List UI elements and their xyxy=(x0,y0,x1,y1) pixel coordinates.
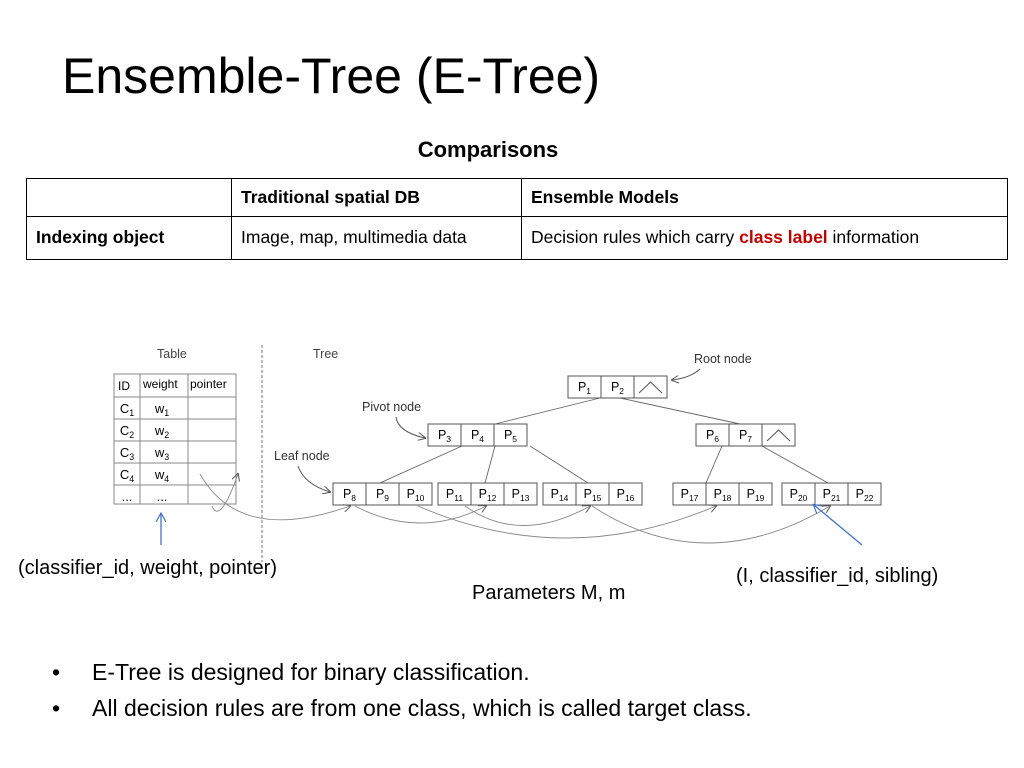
leaf-node-arrow xyxy=(297,465,330,492)
diagram-table-title: Table xyxy=(157,347,187,361)
pointer-curve-table xyxy=(211,474,238,512)
comparison-table: Traditional spatial DB Ensemble Models I… xyxy=(26,177,1008,260)
empty-slot-icon xyxy=(766,429,791,442)
table-cell-weight: w1 xyxy=(154,401,169,418)
tree-edges xyxy=(379,397,829,484)
pointer-curves xyxy=(199,473,830,544)
diagram-tree-title: Tree xyxy=(313,347,338,361)
pivot-node-label: Pivot node xyxy=(362,400,421,414)
cell-ensemble-indexing: Decision rules which carry class label i… xyxy=(521,216,1008,260)
classifier-table xyxy=(113,373,237,505)
blue-arrow-leaf xyxy=(814,505,863,546)
comparisons-heading: Comparisons xyxy=(417,137,559,162)
table-header-row: Traditional spatial DB Ensemble Models xyxy=(26,177,1008,218)
caption-classifier-tuple: (classifier_id, weight, pointer) xyxy=(18,557,277,579)
table-cell-id: C2 xyxy=(120,423,134,440)
ensemble-text-before: Decision rules which carry xyxy=(531,227,740,248)
root-node-label: Root node xyxy=(694,352,752,366)
table-header-pointer: pointer xyxy=(190,377,227,391)
table-cell-weight: w4 xyxy=(154,467,169,484)
bullet-item: All decision rules are from one class, w… xyxy=(52,690,752,726)
table-cell-weight: ... xyxy=(157,489,168,504)
table-row: Indexing object Image, map, multimedia d… xyxy=(26,216,1008,260)
bullet-list: E-Tree is designed for binary classifica… xyxy=(52,654,752,726)
slide-title: Ensemble-Tree (E-Tree) xyxy=(62,48,601,104)
leaf-node-label: Leaf node xyxy=(274,449,330,463)
cell-traditional-indexing: Image, map, multimedia data xyxy=(231,216,522,260)
caption-leaf-tuple: (I, classifier_id, sibling) xyxy=(736,565,939,587)
table-cell-weight: w3 xyxy=(154,445,169,462)
table-cell-id: C3 xyxy=(120,445,134,462)
table-header-weight: weight xyxy=(142,377,178,391)
pivot-node-arrow xyxy=(395,416,425,438)
header-cell-empty xyxy=(26,177,232,218)
empty-slot-icon xyxy=(638,381,663,394)
table-cell-weight: w2 xyxy=(154,423,169,440)
root-node-arrow xyxy=(672,368,701,380)
caption-parameters: Parameters M, m xyxy=(472,582,626,604)
bullet-item: E-Tree is designed for binary classifica… xyxy=(52,654,752,690)
table-cell-id: C4 xyxy=(120,467,134,484)
table-cell-id: C1 xyxy=(120,401,134,418)
header-ensemble-models: Ensemble Models xyxy=(521,177,1008,218)
header-traditional-db: Traditional spatial DB xyxy=(231,177,522,218)
class-label-highlight: class label xyxy=(739,227,828,248)
ensemble-text-after: information xyxy=(827,227,920,248)
table-cell-id: ... xyxy=(122,489,133,504)
table-header-id: ID xyxy=(118,379,130,393)
